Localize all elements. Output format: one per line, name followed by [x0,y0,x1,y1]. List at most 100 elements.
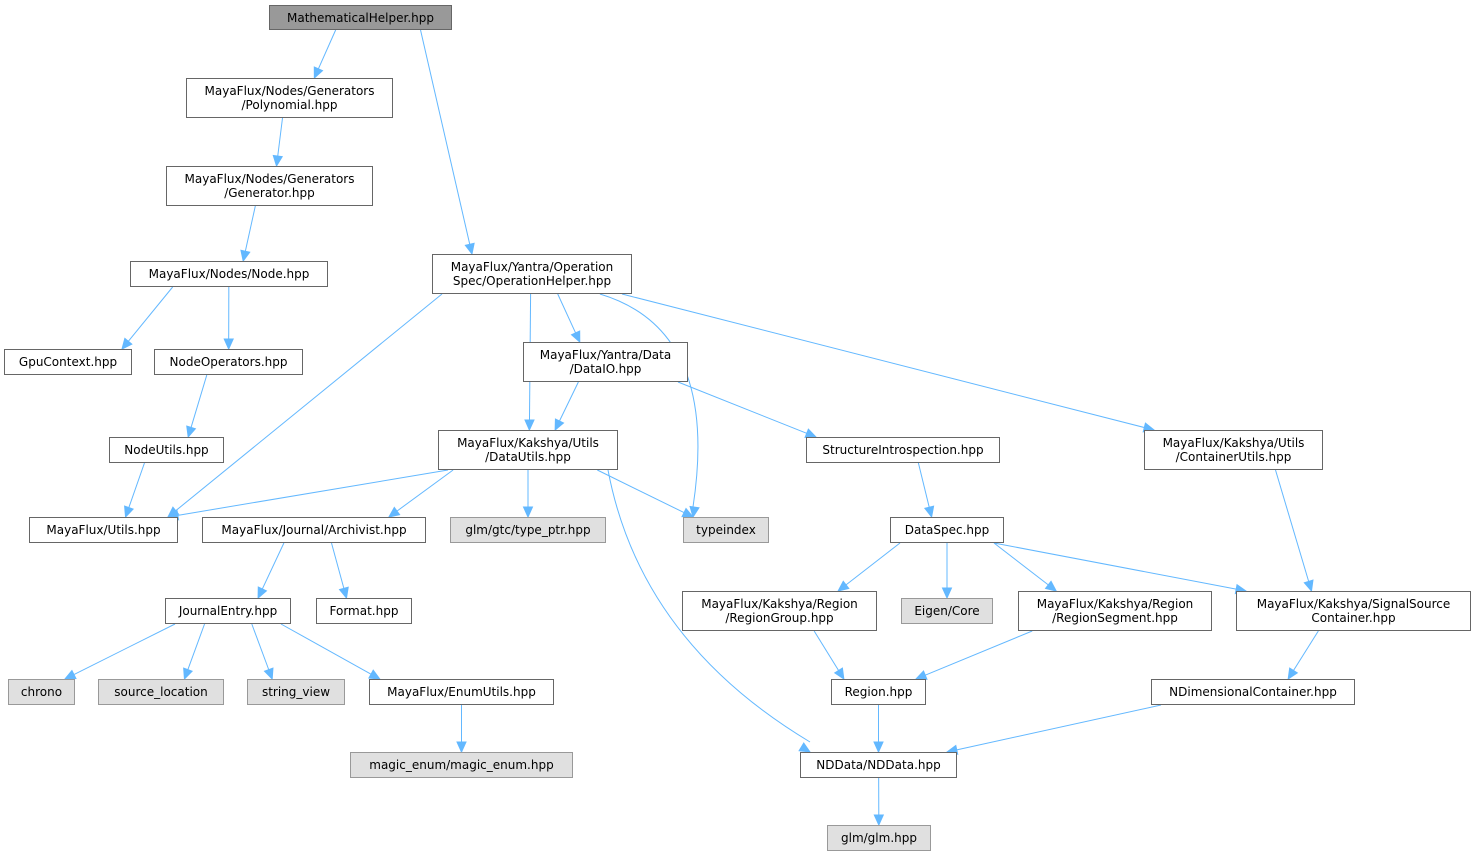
arrowhead-icon [923,505,935,519]
graph-node-gen[interactable]: MayaFlux/Nodes/Generators/Generator.hpp [166,166,373,206]
arrowhead-icon [124,505,134,519]
node-label: NDData/NDData.hpp [816,758,941,772]
arrowhead-icon [223,338,234,351]
arrowhead-icon [522,506,534,519]
edge-dataio-to-structi [677,381,818,439]
edge-opH-to-contutils [621,293,1156,433]
node-label: NodeUtils.hpp [124,443,209,457]
arrowhead-icon [798,742,812,753]
arrowhead-icon [570,330,581,344]
edge-nddata-to-glm [873,777,885,827]
node-label: MayaFlux/Kakshya/Utils [1162,436,1305,450]
graph-node-sview[interactable]: string_view [247,679,345,705]
node-label: /Polynomial.hpp [241,98,338,112]
graph-node-mh[interactable]: MathematicalHelper.hpp [269,5,452,30]
graph-node-rgroup[interactable]: MayaFlux/Kakshya/Region/RegionGroup.hpp [682,591,877,631]
graph-node-magic[interactable]: magic_enum/magic_enum.hpp [350,752,573,778]
graph-node-typeptr[interactable]: glm/gtc/type_ptr.hpp [450,517,606,543]
edge-mh-to-poly [313,29,337,80]
node-label: /Generator.hpp [224,186,315,200]
node-label: /RegionSegment.hpp [1052,611,1178,625]
graph-node-archivist[interactable]: MayaFlux/Journal/Archivist.hpp [202,517,426,543]
edge-nodeops-to-nodeutils [186,374,208,439]
graph-node-srcloc[interactable]: source_location [98,679,224,705]
node-label: Spec/OperationHelper.hpp [452,274,612,288]
node-label: JournalEntry.hpp [178,604,278,618]
graph-node-gpu[interactable]: GpuContext.hpp [4,349,132,375]
graph-node-dataspec[interactable]: DataSpec.hpp [890,517,1004,543]
node-label: NodeOperators.hpp [169,355,288,369]
edge-node-to-nodeops [223,286,234,351]
edge-datautils-to-typeindex [597,469,695,518]
node-label: string_view [261,685,331,699]
graph-node-jentry[interactable]: JournalEntry.hpp [165,598,291,624]
edge-opH-to-utils [167,293,443,518]
arrowhead-icon [1303,579,1314,593]
graph-node-nodeops[interactable]: NodeOperators.hpp [154,349,303,375]
graph-node-utils[interactable]: MayaFlux/Utils.hpp [29,517,178,543]
edge-jentry-to-sview [251,623,274,681]
edge-nodeutils-to-utils [124,462,145,519]
node-label: /ContainerUtils.hpp [1175,450,1292,464]
graph-node-format[interactable]: Format.hpp [316,598,412,624]
edge-mh-to-opH [420,29,475,256]
arrowhead-icon [368,669,381,680]
graph-node-region[interactable]: Region.hpp [831,679,926,705]
edge-dataspec-to-ssc [993,542,1248,595]
graph-node-nodeutils[interactable]: NodeUtils.hpp [109,437,224,463]
edge-jentry-to-chrono [63,623,176,680]
graph-node-poly[interactable]: MayaFlux/Nodes/Generators/Polynomial.hpp [186,78,393,118]
graph-node-nddata[interactable]: NDData/NDData.hpp [800,752,957,778]
arrowhead-icon [63,669,77,680]
graph-node-datautils[interactable]: MayaFlux/Kakshya/Utils/DataUtils.hpp [438,430,618,470]
graph-node-eigen[interactable]: Eigen/Core [901,598,993,624]
node-label: Region.hpp [844,685,913,699]
edge-ndc-to-nddata [945,704,1162,755]
node-label: glm/glm.hpp [841,831,917,845]
arrowhead-icon [257,586,268,600]
edge-dataspec-to-eigen [941,543,953,600]
node-label: NDimensionalContainer.hpp [1169,685,1337,699]
graph-node-node[interactable]: MayaFlux/Nodes/Node.hpp [130,261,328,287]
arrowhead-icon [464,242,475,256]
graph-node-structi[interactable]: StructureIntrospection.hpp [806,437,1000,463]
arrowhead-icon [272,154,284,168]
node-label: chrono [20,685,63,699]
graph-node-ndc[interactable]: NDimensionalContainer.hpp [1151,679,1355,705]
node-label: glm/gtc/type_ptr.hpp [465,523,591,537]
edge-dataio-to-datautils [554,381,579,432]
graph-node-dataio[interactable]: MayaFlux/Yantra/Data/DataIO.hpp [523,342,688,382]
edge-node-to-gpu [121,286,174,350]
arrowhead-icon [1287,667,1299,681]
arrowhead-icon [240,249,251,263]
arrowhead-icon [1044,580,1058,592]
node-label: /DataIO.hpp [569,362,642,376]
node-label: Container.hpp [1311,611,1396,625]
graph-node-enumutils[interactable]: MayaFlux/EnumUtils.hpp [369,679,554,705]
edge-datautils-to-nddata [607,469,812,753]
graph-node-contutils[interactable]: MayaFlux/Kakshya/Utils/ContainerUtils.hp… [1144,430,1323,470]
arrowhead-icon [837,580,850,592]
arrowhead-icon [524,419,535,432]
edge-datautils-to-utils [166,469,449,521]
arrowhead-icon [121,337,133,350]
graph-node-rseg[interactable]: MayaFlux/Kakshya/Region/RegionSegment.hp… [1018,591,1212,631]
node-label: Eigen/Core [914,604,980,618]
arrowhead-icon [313,66,324,80]
edge-archivist-to-format [331,542,349,600]
node-label: MathematicalHelper.hpp [287,10,434,25]
graph-node-typeindex[interactable]: typeindex [683,517,769,543]
node-label: StructureIntrospection.hpp [822,443,984,457]
arrowhead-icon [263,667,274,681]
graph-node-chrono[interactable]: chrono [8,679,75,705]
edge-rseg-to-region [914,630,1033,680]
node-label: /DataUtils.hpp [485,450,571,464]
graph-node-glm[interactable]: glm/glm.hpp [827,825,931,851]
edge-jentry-to-enumutils [280,623,381,680]
arrowhead-icon [554,418,565,432]
node-label: typeindex [696,523,756,537]
